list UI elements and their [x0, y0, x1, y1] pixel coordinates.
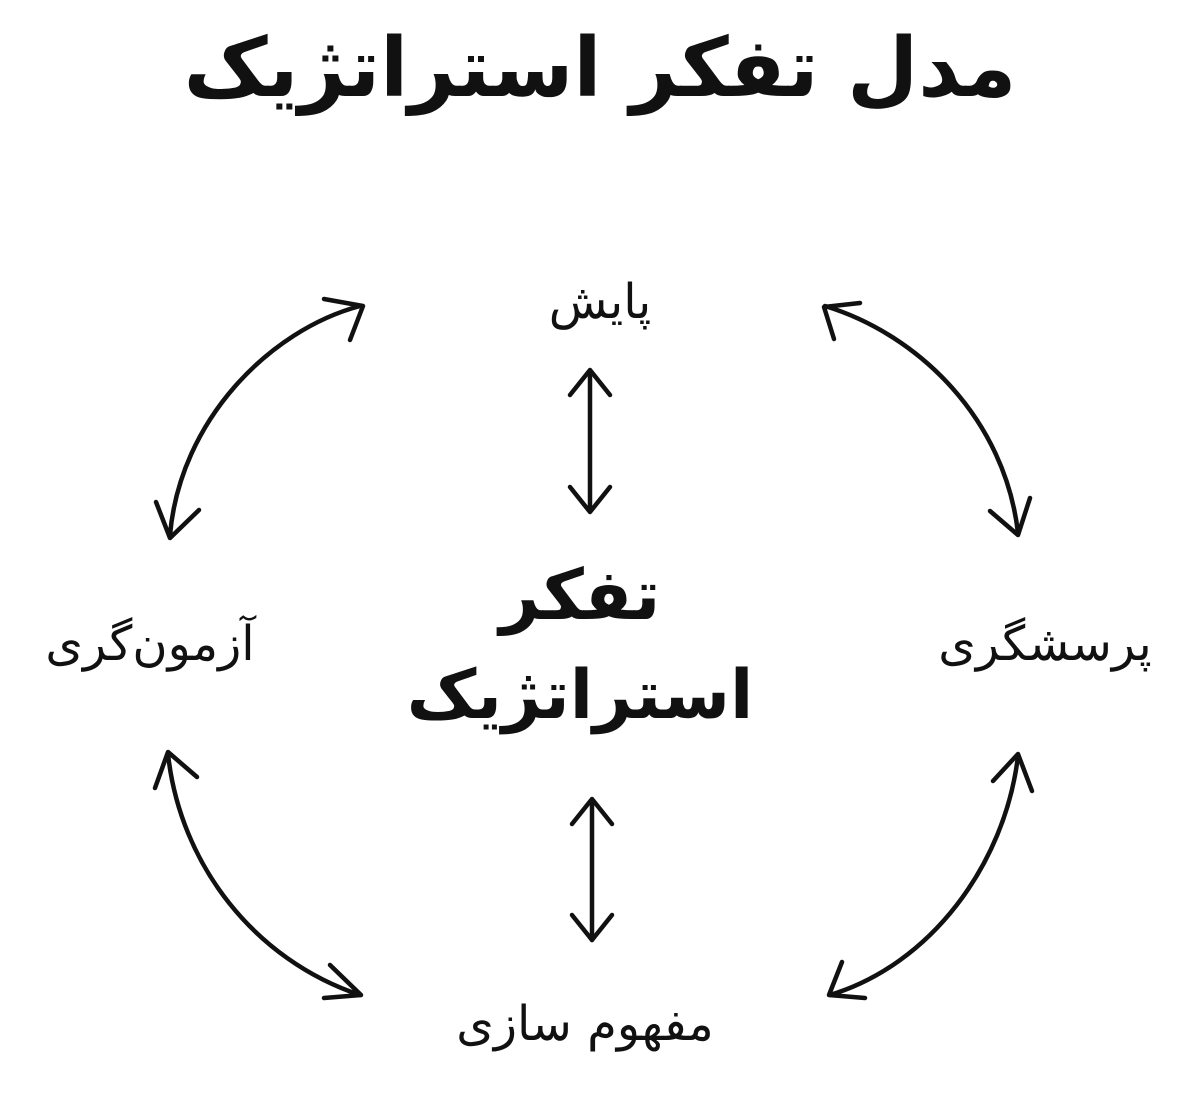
arrow-bottom-right: [826, 751, 1035, 1001]
curve-bottom-right: [827, 753, 1021, 998]
arrowhead-bottom-right-lower: [826, 959, 868, 1001]
node-payesh: پایش: [548, 274, 652, 330]
node-porseshgari: پرسشگری: [938, 616, 1152, 672]
diagram-title: مدل تفکر استراتژیک: [183, 21, 1017, 116]
center-title-line-2: استراتژیک: [406, 656, 754, 735]
arrowhead-bottom-right-upper: [990, 751, 1035, 794]
node-mafhoom-sazi: مفهوم سازی: [456, 996, 714, 1052]
arrow-top-center: [567, 367, 613, 515]
center-concept: تفکر استراتژیک: [360, 560, 800, 730]
arrowhead-top-left-upper: [321, 296, 366, 343]
arrowhead-bottom-up: [569, 796, 615, 827]
arrowhead-top-down: [567, 484, 613, 515]
arrowhead-top-right-lower: [987, 495, 1033, 538]
arrow-bottom-left: [152, 749, 364, 1001]
arrowhead-top-right-upper: [821, 300, 863, 342]
curve-top-right: [822, 303, 1021, 536]
arrowhead-top-left-lower: [153, 499, 202, 541]
arrow-bottom-center: [569, 796, 615, 943]
arrowhead-bottom-left-lower: [321, 962, 364, 1001]
center-title-line-1: تفکر: [499, 554, 661, 636]
arrow-top-left: [153, 296, 366, 541]
curve-top-left: [167, 303, 363, 538]
arrowhead-bottom-down: [569, 912, 615, 943]
curve-bottom-left: [165, 751, 363, 998]
node-azmoongari: آزمون‌گری: [45, 616, 255, 672]
arrowhead-top-up: [567, 367, 613, 398]
arrow-top-right: [821, 300, 1033, 538]
arrowhead-bottom-left-upper: [152, 749, 200, 791]
